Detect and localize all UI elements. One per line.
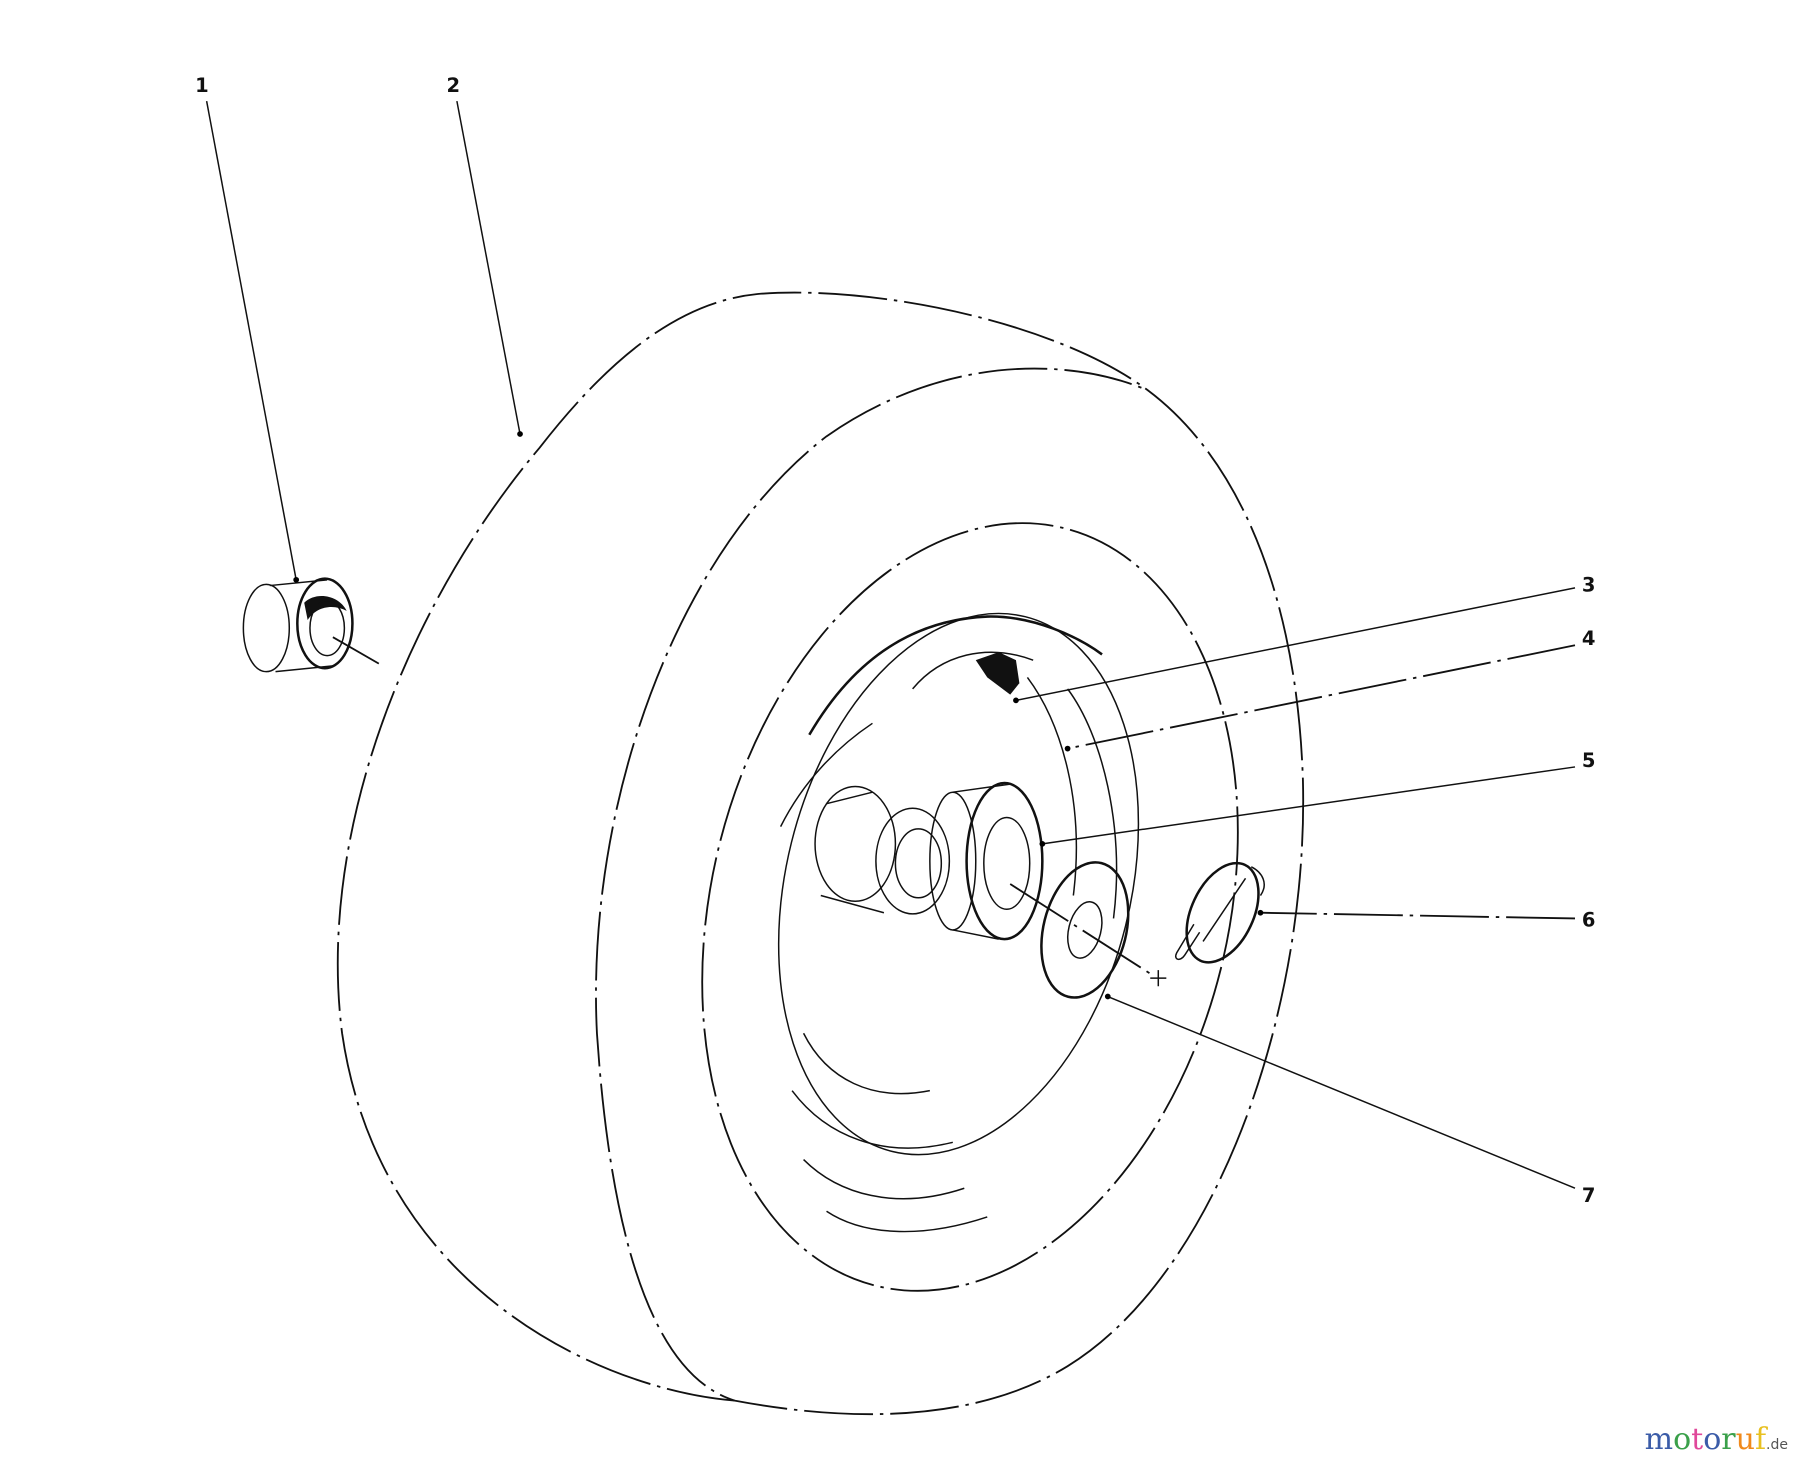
callout-2: 2 <box>447 74 461 97</box>
callout-4: 4 <box>1582 627 1596 650</box>
spacer-part-5 <box>929 781 1044 941</box>
logo-letter: o <box>1673 1422 1692 1457</box>
logo-letter: f <box>1754 1422 1767 1457</box>
callout-5: 5 <box>1582 749 1596 772</box>
logo-letter: t <box>1691 1422 1704 1457</box>
callout-1: 1 <box>195 74 209 97</box>
logo-letter: u <box>1735 1422 1755 1457</box>
wheel-hub <box>814 785 951 915</box>
callout-7: 7 <box>1582 1184 1596 1207</box>
watermark-logo: motoruf.de <box>1644 1422 1788 1457</box>
rim-contours <box>791 676 1118 1233</box>
tire-sidewall <box>701 522 1239 1292</box>
logo-letter: o <box>1703 1422 1722 1457</box>
callout-3: 3 <box>1582 573 1596 596</box>
logo-letter: m <box>1644 1422 1674 1457</box>
tire-outline <box>336 291 1149 1402</box>
logo-letter: r <box>1721 1422 1736 1457</box>
valve-stem <box>975 652 1020 695</box>
tire-front-face <box>595 367 1305 1416</box>
hairpin-cotter-part-6 <box>1175 861 1265 964</box>
callout-6: 6 <box>1582 909 1596 932</box>
wheel-rim <box>777 612 1140 1156</box>
leader-lines <box>205 100 1576 1189</box>
bushing-part-1 <box>242 577 354 673</box>
washer-part-7 <box>1040 861 1130 999</box>
